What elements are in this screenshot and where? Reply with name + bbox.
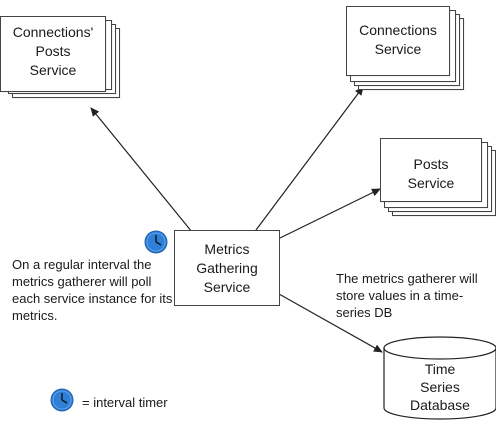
database-text: Time Series Database [410, 361, 470, 413]
store-note: The metrics gatherer will store values i… [336, 270, 496, 321]
connections-service-label: Connections Service [359, 22, 437, 57]
connections-posts-service-stack: Connections' Posts Service [0, 16, 124, 102]
arrow-to-connections [255, 86, 364, 231]
connections-posts-service: Connections' Posts Service [0, 16, 106, 92]
connections-service: Connections Service [346, 6, 450, 76]
connections-service-stack: Connections Service [346, 6, 468, 94]
store-note-text: The metrics gatherer will store values i… [336, 271, 478, 320]
poll-note: On a regular interval the metrics gather… [12, 256, 182, 324]
posts-service: Posts Service [380, 138, 482, 202]
poll-note-text: On a regular interval the metrics gather… [12, 257, 173, 323]
metrics-gathering-service-label: Metrics Gathering Service [196, 240, 258, 295]
arrow-to-database [278, 293, 383, 353]
posts-service-stack: Posts Service [380, 138, 496, 218]
database-cylinder [383, 336, 496, 420]
legend-clock-icon [50, 388, 74, 412]
metrics-gathering-service: Metrics Gathering Service [174, 230, 280, 306]
clock-icon [144, 230, 168, 254]
legend-label: = interval timer [82, 395, 168, 410]
connections-posts-service-label: Connections' Posts Service [12, 24, 94, 78]
arrow-to-connections-posts [90, 107, 193, 233]
posts-service-label: Posts Service [407, 156, 455, 191]
arrow-to-posts [279, 188, 381, 239]
time-series-database-label: Time Series Database [384, 360, 496, 414]
